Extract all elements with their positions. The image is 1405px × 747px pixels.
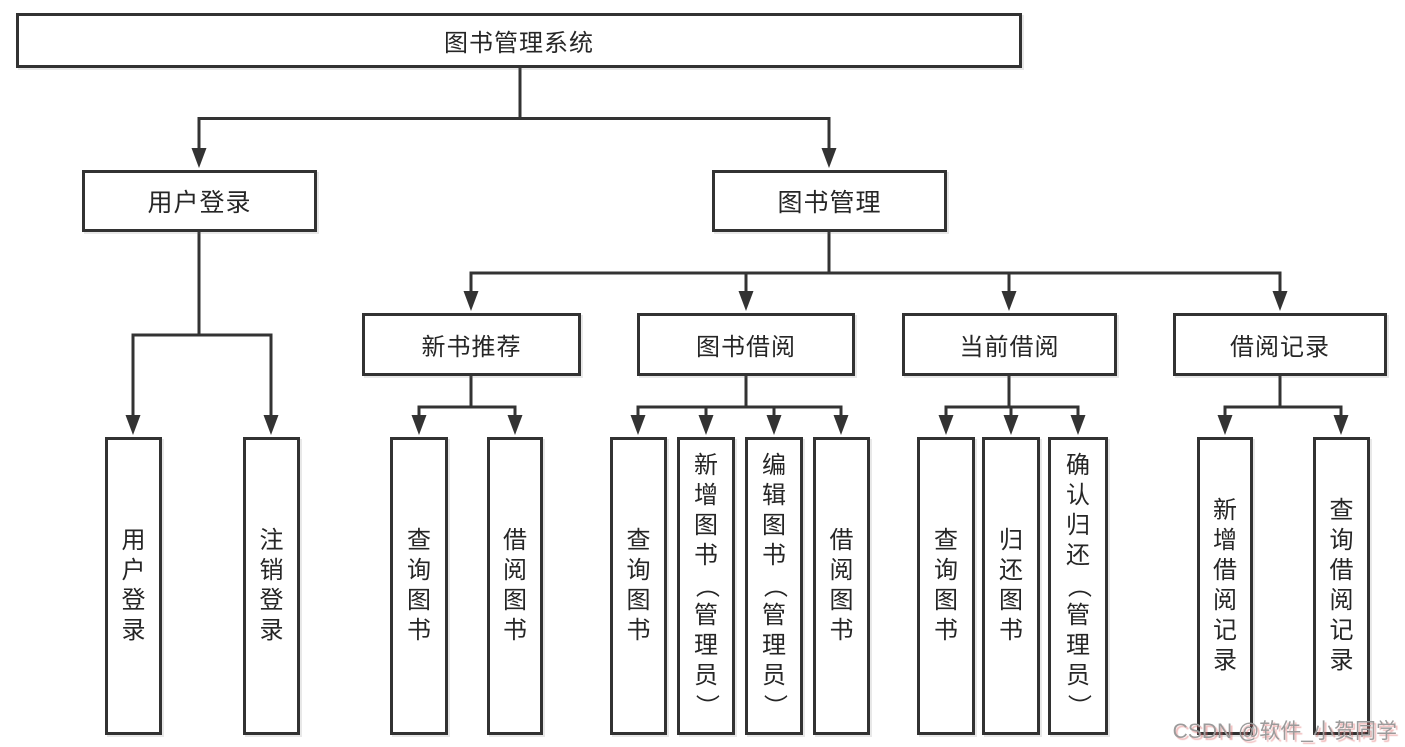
- watermark: CSDN @软件_小贺同学: [1172, 720, 1397, 743]
- node-library-management-system: 图书管理系统: [16, 13, 1022, 68]
- node-borrow-record: 借阅记录: [1173, 313, 1387, 376]
- arrowheads: [125, 148, 1349, 435]
- node-book-management: 图书管理: [712, 170, 947, 232]
- leaf-return-books: 归还图书: [982, 437, 1040, 735]
- leaf-query-books-borrow: 查询图书: [610, 437, 667, 735]
- leaf-add-borrow-record: 新增借阅记录: [1197, 437, 1253, 735]
- node-current-borrow: 当前借阅: [902, 313, 1117, 376]
- leaf-add-books-admin: 新增图书（管理员）: [677, 437, 735, 735]
- leaf-borrow-books-recommend: 借阅图书: [487, 437, 543, 735]
- leaf-query-books-recommend: 查询图书: [390, 437, 448, 735]
- leaf-confirm-return-admin: 确认归还（管理员）: [1048, 437, 1108, 735]
- node-user-login-group: 用户登录: [82, 170, 317, 232]
- node-book-borrow: 图书借阅: [637, 313, 855, 376]
- leaf-edit-books-admin: 编辑图书（管理员）: [745, 437, 803, 735]
- leaf-borrow-books: 借阅图书: [813, 437, 870, 735]
- leaf-logout: 注销登录: [243, 437, 300, 735]
- node-new-book-recommend: 新书推荐: [362, 313, 581, 376]
- leaf-query-books-current: 查询图书: [917, 437, 975, 735]
- leaf-user-login: 用户登录: [105, 437, 162, 735]
- leaf-query-borrow-record: 查询借阅记录: [1313, 437, 1370, 735]
